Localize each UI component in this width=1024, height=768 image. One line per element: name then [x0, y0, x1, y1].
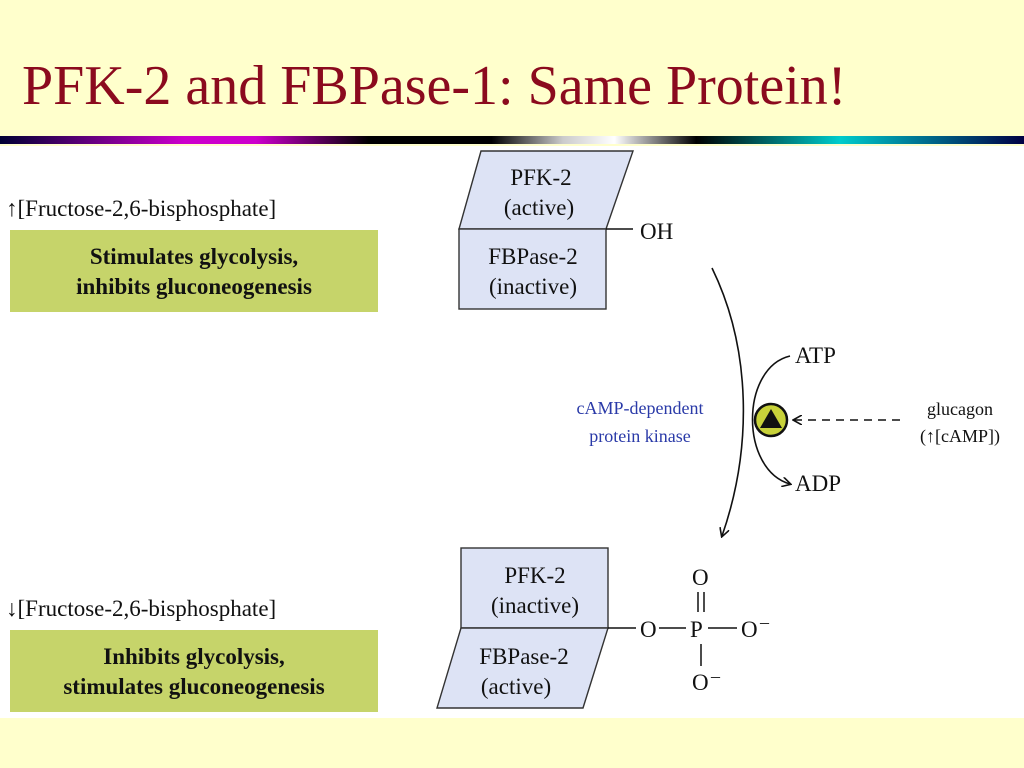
pfk2-inactive-domain — [460, 547, 609, 629]
atp-label: ATP — [795, 343, 836, 368]
phosphate-p: P — [690, 617, 703, 642]
slide-title: PFK-2 and FBPase-1: Same Protein! — [22, 55, 847, 117]
phosphate-group: O P O – O O – — [608, 565, 770, 695]
low-effect-line1: Inhibits glycolysis, — [103, 644, 285, 669]
fbpase2-inactive-domain — [458, 228, 607, 310]
adp-label: ADP — [795, 471, 841, 496]
low-effect-caption: Inhibits glycolysis, stimulates gluconeo… — [10, 630, 378, 712]
phosphate-bottom-charge: – — [710, 666, 721, 686]
phosphate-bottom-o: O — [692, 670, 709, 695]
atp-adp-arrow — [751, 355, 791, 484]
low-effect-line2: stimulates gluconeogenesis — [63, 674, 325, 699]
phosphorylation-pathway: ATP ADP cAMP-dependent protein kinase gl… — [577, 267, 1000, 536]
kinase-label-line1: cAMP-dependent — [577, 398, 704, 418]
f26bp-high-label: ↑[Fructose-2,6-bisphosphate] — [6, 196, 277, 221]
activation-icon — [753, 402, 789, 438]
pfk2-active-name: PFK-2 — [510, 165, 571, 190]
fbpase2-active-domain — [436, 627, 609, 709]
hydroxyl-label: OH — [640, 219, 673, 244]
fbpase2-active-state: (active) — [481, 674, 551, 699]
fbpase2-active-name: FBPase-2 — [479, 644, 568, 669]
phosphate-right-charge: – — [759, 612, 770, 632]
enzyme-high-state: PFK-2 (active) FBPase-2 (inactive) OH — [458, 150, 673, 310]
f26bp-low-label: ↓[Fructose-2,6-bisphosphate] — [6, 596, 277, 621]
high-effect-line1: Stimulates glycolysis, — [89, 244, 299, 269]
kinase-label-line2: protein kinase — [589, 426, 690, 446]
phosphate-left-o: O — [640, 617, 657, 642]
fbpase2-inactive-name: FBPase-2 — [488, 244, 577, 269]
phosphorylation-arrow — [711, 267, 745, 536]
high-effect-line2: inhibits gluconeogenesis — [76, 274, 312, 299]
enzyme-low-state: PFK-2 (inactive) FBPase-2 (active) — [436, 547, 609, 709]
glucagon-label: glucagon — [927, 399, 993, 419]
phosphate-right-o: O — [741, 617, 758, 642]
phosphate-top-o: O — [692, 565, 709, 590]
title-divider — [0, 136, 1024, 144]
pfk2-inactive-name: PFK-2 — [504, 563, 565, 588]
fbpase2-inactive-state: (inactive) — [489, 274, 577, 299]
camp-label: (↑[cAMP]) — [920, 426, 1000, 447]
high-effect-caption: Stimulates glycolysis, inhibits gluconeo… — [10, 230, 378, 312]
pfk2-active-state: (active) — [504, 195, 574, 220]
pfk2-inactive-state: (inactive) — [491, 593, 579, 618]
